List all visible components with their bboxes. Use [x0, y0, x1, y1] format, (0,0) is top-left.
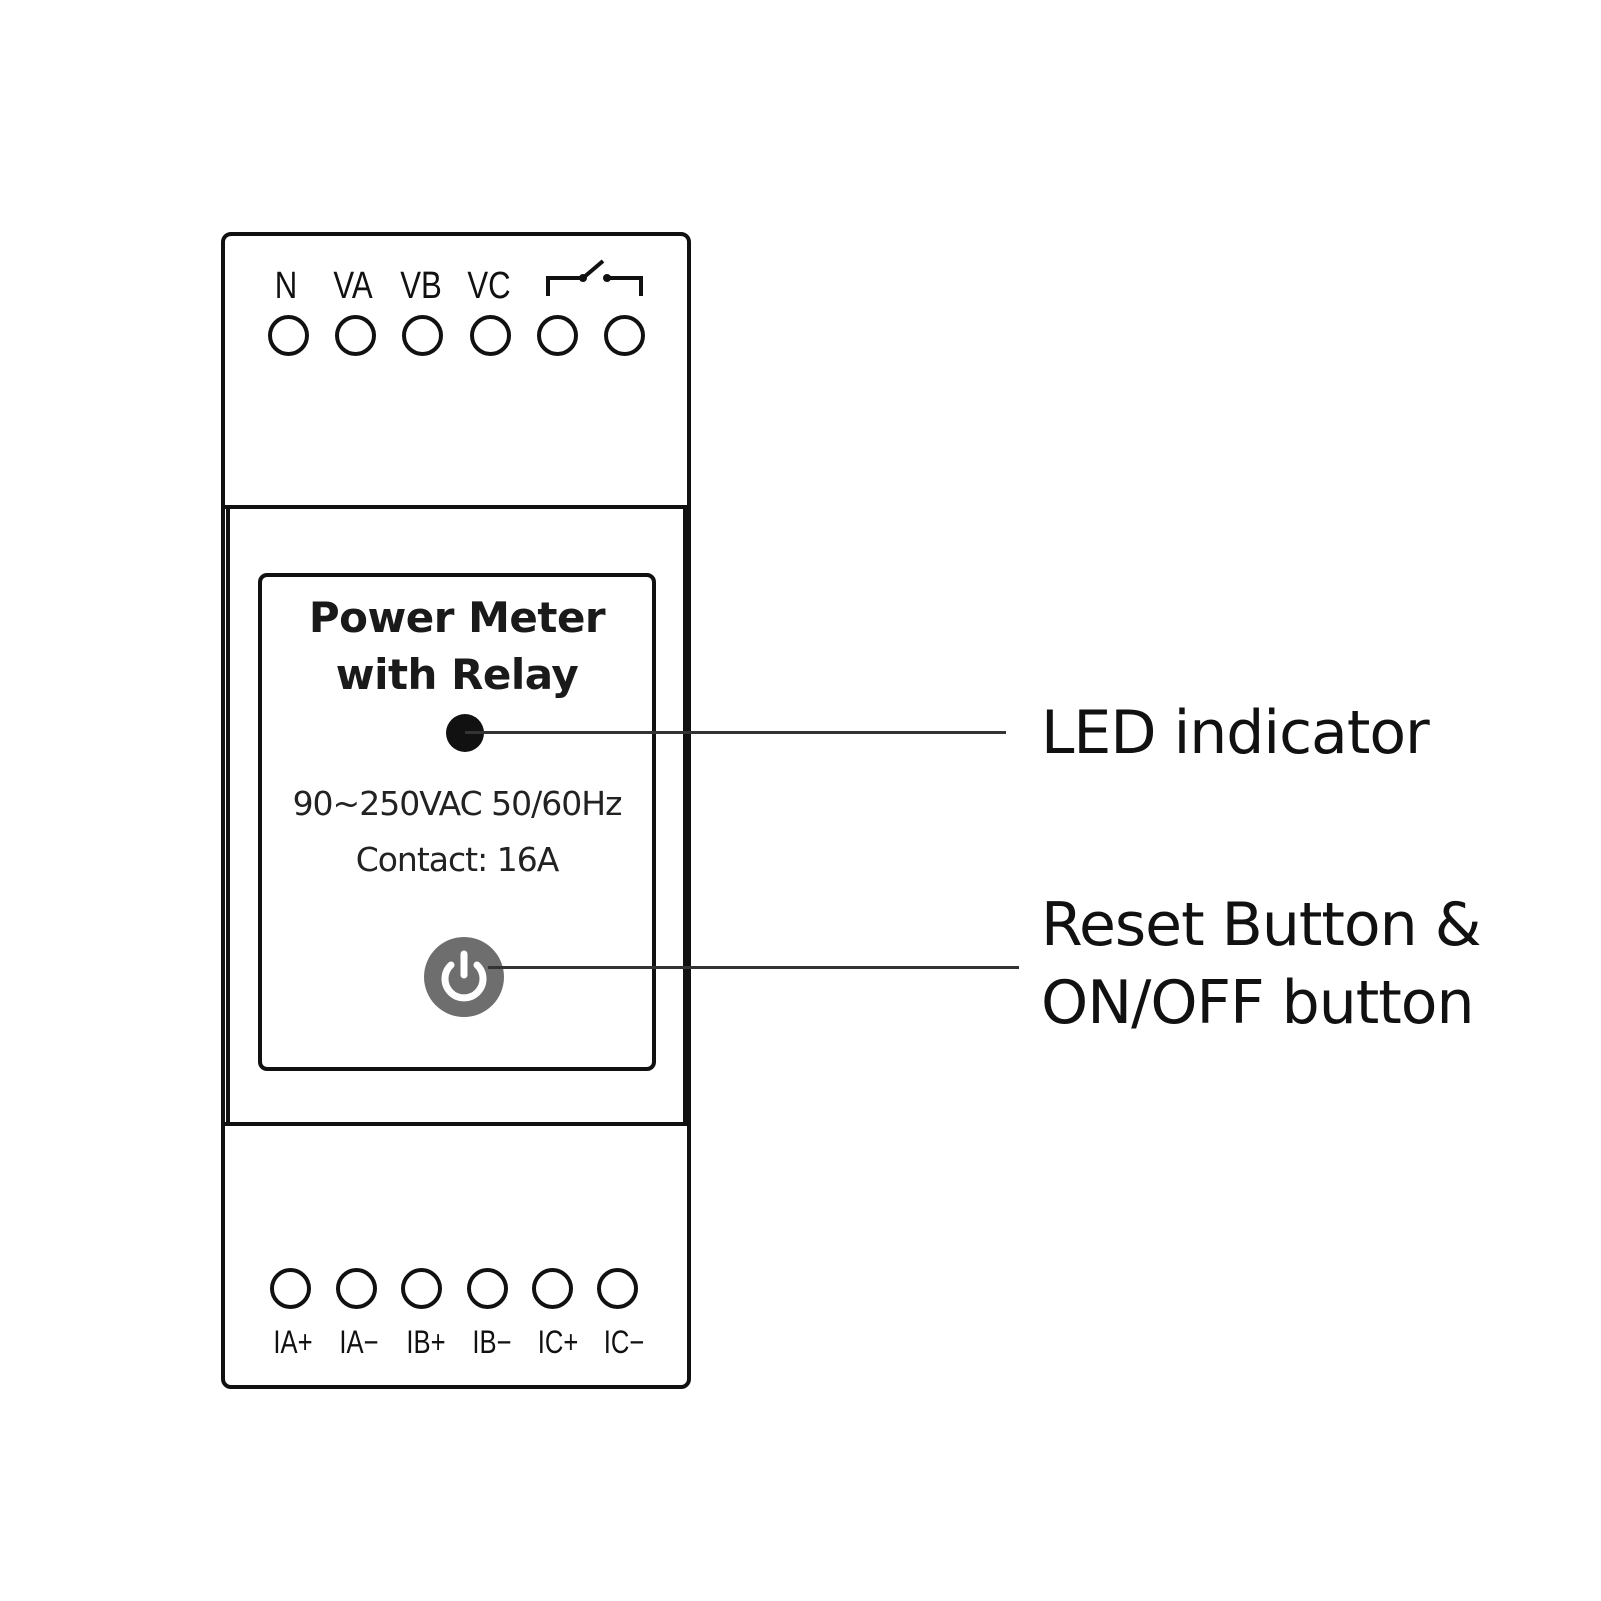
- device-title-line1: Power Meter: [308, 593, 606, 642]
- device-title-line2: with Relay: [335, 650, 579, 699]
- terminal-label-ib-minus: IB−: [472, 1324, 512, 1360]
- reset-onoff-button[interactable]: [424, 937, 504, 1017]
- terminal-label-ia-plus: IA+: [273, 1324, 313, 1360]
- terminal-label-va: VA: [333, 265, 373, 307]
- terminal-ia-plus: [270, 1268, 311, 1309]
- terminal-ib-plus: [401, 1268, 442, 1309]
- device-body: [221, 232, 691, 1389]
- front-panel: [225, 505, 687, 1126]
- terminal-label-ib-plus: IB+: [406, 1324, 446, 1360]
- spec-voltage: 90~250VAC 50/60Hz: [292, 784, 623, 823]
- callout-led-indicator: LED indicator: [1041, 698, 1430, 768]
- terminal-ib-minus: [467, 1268, 508, 1309]
- terminal-label-vb: VB: [400, 265, 442, 307]
- terminal-ic-plus: [532, 1268, 573, 1309]
- front-panel-right-edge: [683, 505, 688, 1126]
- terminal-label-ic-plus: IC+: [537, 1324, 579, 1360]
- terminal-va: [335, 315, 376, 356]
- terminal-relay-1: [537, 315, 578, 356]
- terminal-relay-2: [604, 315, 645, 356]
- front-panel-left-edge: [225, 505, 230, 1126]
- callout-reset-line2: ON/OFF button: [1041, 968, 1475, 1038]
- led-leader-line: [465, 731, 1006, 734]
- terminal-vc: [470, 315, 511, 356]
- terminal-label-ia-minus: IA−: [339, 1324, 379, 1360]
- power-icon: [441, 950, 487, 1002]
- spec-contact: Contact: 16A: [355, 840, 560, 879]
- callout-reset-line1: Reset Button &: [1041, 890, 1482, 960]
- terminal-label-n: N: [274, 265, 298, 307]
- terminal-vb: [402, 315, 443, 356]
- terminal-ia-minus: [336, 1268, 377, 1309]
- terminal-label-vc: VC: [467, 265, 511, 307]
- terminal-ic-minus: [597, 1268, 638, 1309]
- terminal-n: [268, 315, 309, 356]
- reset-leader-line: [488, 966, 1019, 969]
- relay-switch-icon: [546, 259, 643, 296]
- label-panel: [258, 573, 656, 1071]
- terminal-label-ic-minus: IC−: [603, 1324, 645, 1360]
